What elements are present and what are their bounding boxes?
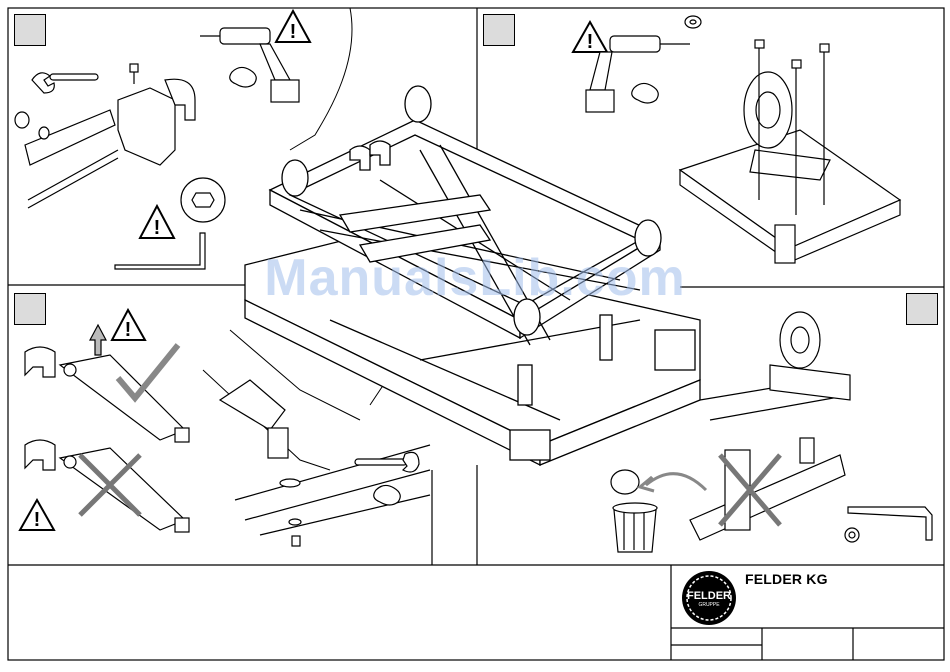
- svg-text:!: !: [154, 217, 161, 239]
- svg-text:!: !: [290, 21, 297, 43]
- warning-icon: !: [140, 206, 174, 239]
- washer-icon: [845, 528, 859, 542]
- hand-strength-icon: [374, 485, 401, 505]
- svg-text:!: !: [34, 509, 41, 531]
- hand-strength-icon: [632, 83, 659, 103]
- svg-text:!: !: [125, 319, 132, 341]
- company-name: FELDER KG: [745, 571, 828, 587]
- wrench-icon: [32, 73, 98, 93]
- warning-icon: !: [573, 22, 607, 53]
- warning-icon: !: [20, 500, 54, 531]
- hand-strength-icon: [230, 67, 257, 87]
- logo-text: FELDER: [681, 591, 737, 602]
- lift-table-drawing: [245, 86, 700, 465]
- allen-key-icon: [848, 507, 932, 540]
- wrench-icon: [355, 452, 419, 472]
- warning-icon: !: [112, 310, 145, 341]
- svg-text:!: !: [587, 31, 594, 53]
- warning-icon: !: [276, 11, 310, 43]
- step-box-2: [483, 14, 515, 46]
- logo-subtext: GRUPPE: [681, 603, 737, 608]
- step-box-1: [14, 14, 46, 46]
- step-box-3: [14, 293, 46, 325]
- step-box-4: [906, 293, 938, 325]
